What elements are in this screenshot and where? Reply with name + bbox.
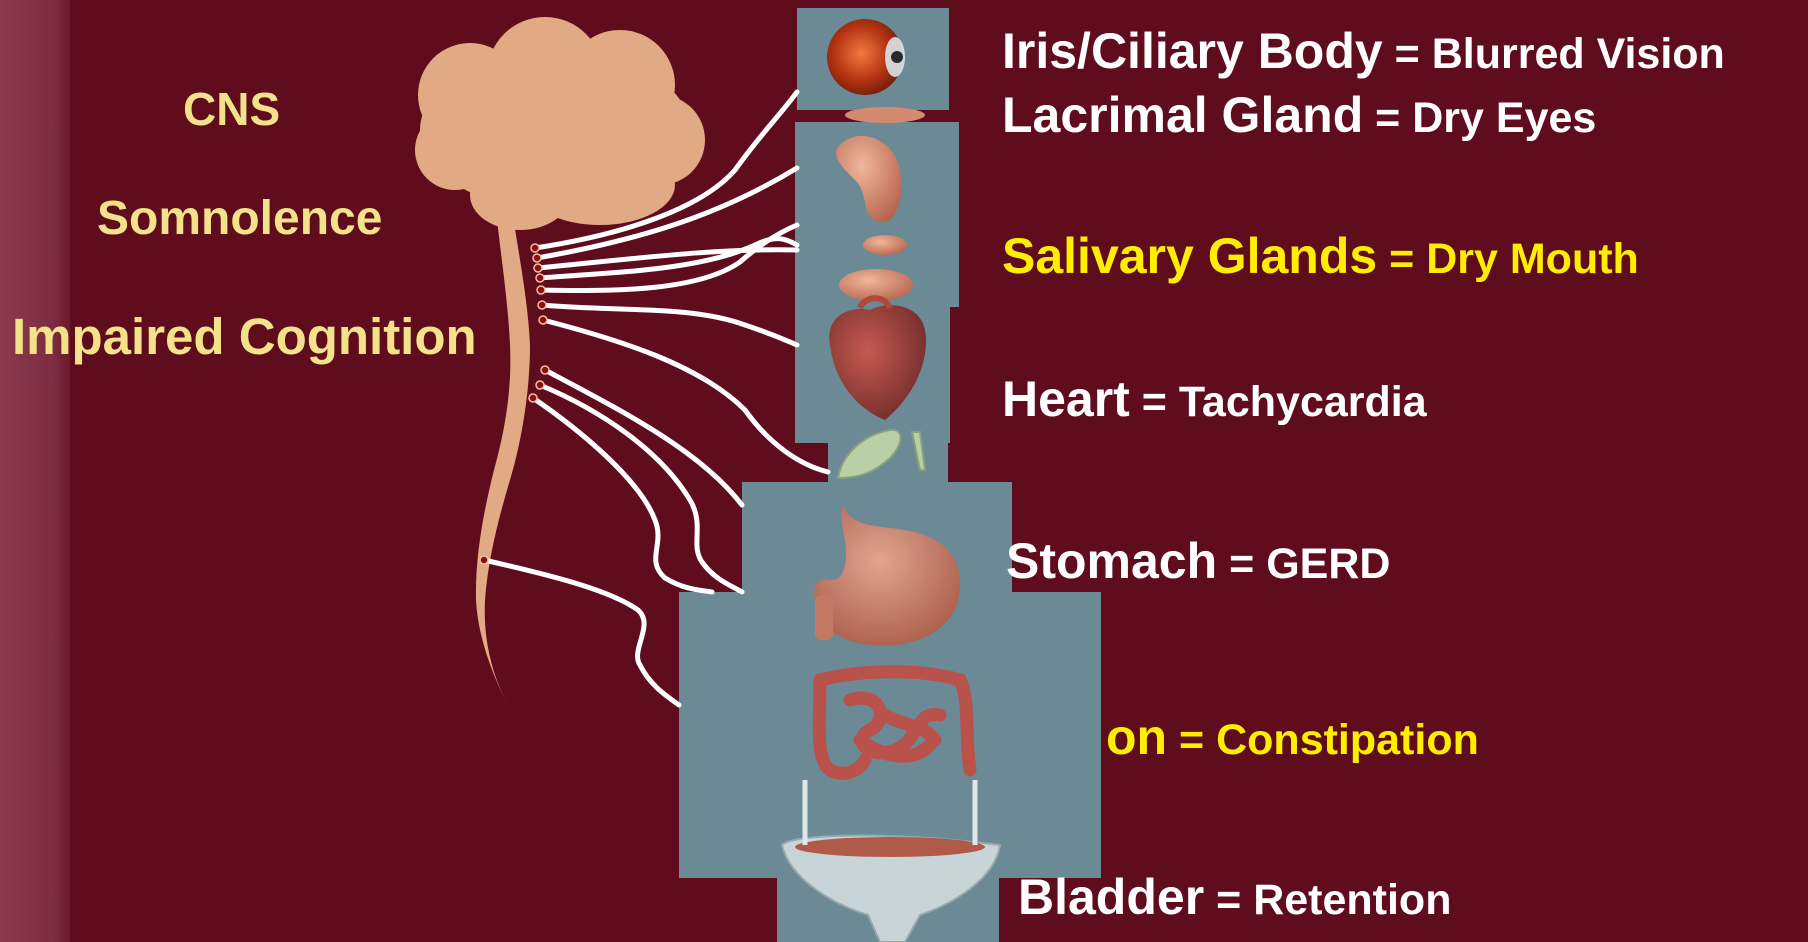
organ-separator: = <box>1130 378 1179 426</box>
gallbladder-icon <box>838 430 925 478</box>
heart-icon <box>829 298 926 420</box>
organ-label-bladder: Bladder = Retention <box>1018 872 1451 922</box>
bladder-icon <box>782 780 1000 942</box>
organ-name: Heart <box>1002 371 1130 427</box>
organ-effect: Dry Mouth <box>1426 235 1639 283</box>
salivary-glands-icon <box>836 136 913 301</box>
organ-separator: = <box>1217 540 1266 588</box>
eye-icon <box>827 19 905 95</box>
organ-label-iris: Iris/Ciliary Body = Blurred Vision <box>1002 26 1725 76</box>
organ-name: Iris/Ciliary Body <box>1002 23 1383 79</box>
organ-label-heart: Heart = Tachycardia <box>1002 374 1427 424</box>
organ-effect: Constipation <box>1216 716 1479 764</box>
organ-effect: Dry Eyes <box>1412 94 1596 142</box>
organ-separator: = <box>1383 30 1432 78</box>
organ-effect: GERD <box>1266 540 1390 588</box>
organ-name: Lacrimal Gland <box>1002 87 1363 143</box>
organ-effect: Retention <box>1253 876 1451 924</box>
brain-icon <box>415 17 705 230</box>
organ-separator: = <box>1167 716 1216 764</box>
organ-effect: Blurred Vision <box>1432 30 1725 78</box>
organ-separator: = <box>1204 876 1253 924</box>
organ-label-stomach: Stomach = GERD <box>1006 536 1390 586</box>
spinal-cord-icon <box>476 210 530 705</box>
organ-name: Bladder <box>1018 869 1204 925</box>
organ-label-salivary: Salivary Glands = Dry Mouth <box>1002 231 1639 281</box>
organ-effect: Tachycardia <box>1179 378 1427 426</box>
intestines-icon <box>819 672 970 774</box>
organ-name: Salivary Glands <box>1002 228 1377 284</box>
organ-separator: = <box>1363 94 1412 142</box>
organ-name: on <box>1106 709 1167 765</box>
stomach-icon <box>814 505 960 646</box>
organ-label-colon: on = Constipation <box>1106 712 1479 762</box>
lacrimal-gland-icon <box>845 107 925 123</box>
organ-separator: = <box>1377 235 1426 283</box>
organ-label-lacrimal: Lacrimal Gland = Dry Eyes <box>1002 90 1596 140</box>
organ-name: Stomach <box>1006 533 1217 589</box>
